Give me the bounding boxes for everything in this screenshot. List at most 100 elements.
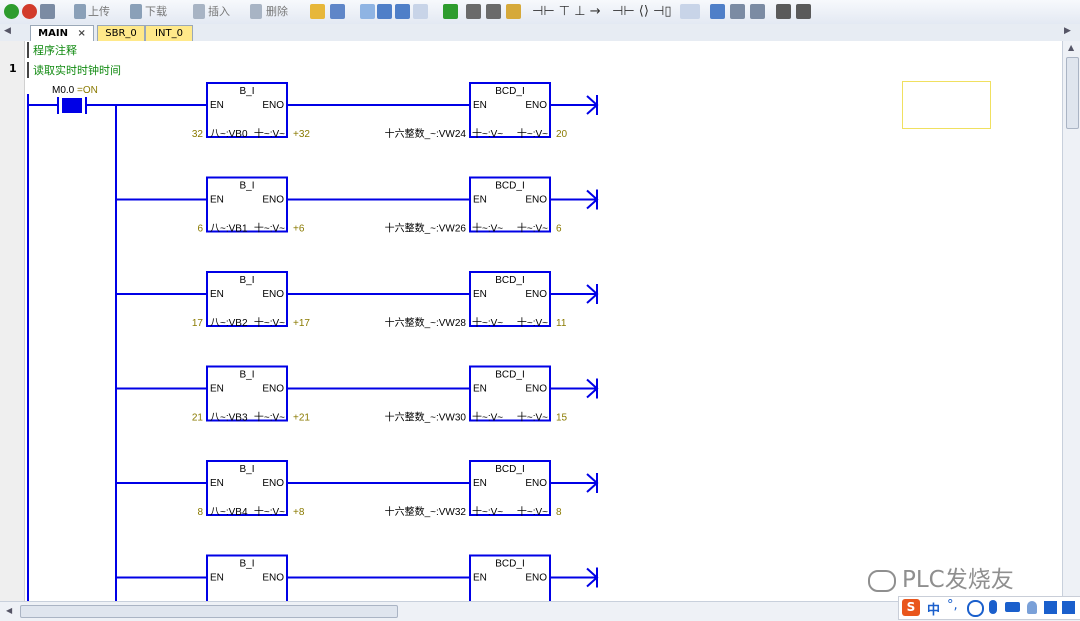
bcd-out-operand: 十~:V~ <box>517 316 548 329</box>
bcd-i-box[interactable] <box>469 554 551 602</box>
in-operand: 八~:VB4 <box>210 507 248 518</box>
selection-box[interactable] <box>902 81 991 129</box>
tab-scroll-right-icon[interactable]: ▶ <box>1064 26 1071 36</box>
bcd-i-title: BCD_I <box>495 464 524 475</box>
bcd-i-en: EN <box>473 384 487 395</box>
bcd-in-symbol: 十~:V~ <box>472 127 503 140</box>
tab-main[interactable]: MAIN × <box>30 25 94 41</box>
nav-back-icon[interactable] <box>377 4 392 19</box>
bcd-out-operand: 十~:V~ <box>517 505 548 518</box>
lib-icon[interactable] <box>796 4 811 19</box>
user-icon[interactable] <box>1027 601 1037 614</box>
program-status-icon[interactable] <box>310 4 325 19</box>
contact-address: M0.0 <box>52 85 75 96</box>
scroll-left-icon[interactable]: ◀ <box>6 606 13 615</box>
bcd-out-value: 20 <box>556 129 568 140</box>
ladder-contact-icon[interactable]: ⊣⊢ ⊤ ⊥ → <box>532 4 601 19</box>
b-i-title: B_I <box>239 370 254 381</box>
nav-icon[interactable] <box>360 4 375 19</box>
bcd-in-operand: 十六整数_~:VW32 <box>385 505 467 518</box>
table-icon[interactable] <box>710 4 725 19</box>
ime-language[interactable]: 中 <box>927 603 941 618</box>
tab-bar: ◀ MAIN × SBR_0 INT_0 ▶ <box>0 24 1080 42</box>
bcd-i-box[interactable] <box>469 460 551 516</box>
b-i-box[interactable] <box>206 365 288 422</box>
in-operand: 八~:VB2 <box>210 318 248 329</box>
bcd-i-box[interactable] <box>469 365 551 422</box>
run-icon[interactable] <box>4 4 19 19</box>
in-operand: 八~:VB1 <box>210 224 248 235</box>
scroll-up-icon[interactable]: ▲ <box>1068 43 1075 52</box>
b-i-en: EN <box>210 384 224 395</box>
rung-row[interactable] <box>116 365 599 422</box>
unlock-icon[interactable] <box>486 4 501 19</box>
download-label[interactable]: 下载 <box>145 5 167 18</box>
in-operand: 八~:VB0 <box>210 129 248 140</box>
bcd-i-en: EN <box>473 195 487 206</box>
bcd-i-eno: ENO <box>525 384 547 395</box>
mic-icon[interactable] <box>989 600 997 614</box>
keyboard-icon[interactable] <box>1005 602 1020 612</box>
download-icon[interactable] <box>130 4 142 19</box>
clear-icon[interactable] <box>413 4 428 19</box>
emoji-icon[interactable] <box>967 600 984 617</box>
b-i-box[interactable] <box>206 271 288 327</box>
b-i-title: B_I <box>239 559 254 570</box>
rung-row[interactable] <box>116 176 599 233</box>
tab-int0[interactable]: INT_0 <box>145 25 193 41</box>
upload-icon[interactable] <box>74 4 86 19</box>
tab-scroll-left-icon[interactable]: ◀ <box>4 26 11 36</box>
vertical-scroll-thumb[interactable] <box>1066 57 1079 129</box>
comment-toggle-icon[interactable] <box>680 4 700 19</box>
rung-row[interactable] <box>116 554 599 602</box>
delete-label[interactable]: 删除 <box>266 5 288 18</box>
ladder-coil-icon[interactable]: ⊣⊢ ⟨⟩ ⊣▯ <box>612 4 672 19</box>
insert-label[interactable]: 插入 <box>208 5 230 18</box>
bcd-i-box[interactable] <box>469 82 551 138</box>
skin-icon[interactable] <box>1044 601 1057 614</box>
insert-icon[interactable] <box>193 4 205 19</box>
program-comment[interactable]: 程序注释 <box>27 42 77 58</box>
b-i-box[interactable] <box>206 554 288 602</box>
symbol-icon[interactable] <box>730 4 745 19</box>
bcd-i-eno: ENO <box>525 478 547 489</box>
horizontal-scrollbar[interactable]: ◀ <box>0 601 1080 621</box>
goto-icon[interactable] <box>443 4 458 19</box>
b-i-box[interactable] <box>206 460 288 516</box>
horizontal-scroll-thumb[interactable] <box>20 605 398 618</box>
nav-forward-icon[interactable] <box>395 4 410 19</box>
bcd-i-title: BCD_I <box>495 275 524 286</box>
tab-sbr0[interactable]: SBR_0 <box>97 25 145 41</box>
close-icon[interactable]: × <box>77 28 86 39</box>
edit-icon[interactable] <box>750 4 765 19</box>
network-comment[interactable]: 读取实时时钟时间 <box>27 62 121 78</box>
rung-row[interactable] <box>206 82 599 138</box>
force-icon[interactable] <box>506 4 521 19</box>
b-i-box[interactable] <box>206 176 288 233</box>
stop-icon[interactable] <box>22 4 37 19</box>
status-chart-icon[interactable] <box>330 4 345 19</box>
b-i-eno: ENO <box>262 100 284 111</box>
bcd-in-operand: 十六整数_~:VW30 <box>385 411 467 424</box>
rung-row[interactable] <box>116 271 599 327</box>
b-i-title: B_I <box>239 464 254 475</box>
rung-row[interactable] <box>116 460 599 516</box>
punctuation-icon[interactable]: °, <box>947 598 958 613</box>
bcd-i-box[interactable] <box>469 176 551 233</box>
delete-icon[interactable] <box>250 4 262 19</box>
bcd-i-title: BCD_I <box>495 370 524 381</box>
vertical-scrollbar[interactable]: ▲ <box>1062 41 1080 601</box>
contact-closed-indicator[interactable] <box>62 98 82 113</box>
bcd-out-value: 15 <box>556 413 568 424</box>
lock-icon[interactable] <box>466 4 481 19</box>
compile-icon[interactable] <box>40 4 55 19</box>
bcd-i-box[interactable] <box>469 271 551 327</box>
b-i-box[interactable] <box>206 82 288 138</box>
sogou-icon[interactable]: S <box>902 599 920 616</box>
upload-label[interactable]: 上传 <box>88 5 110 18</box>
pou-icon[interactable] <box>776 4 791 19</box>
b-i-en: EN <box>210 195 224 206</box>
bcd-out-operand: 十~:V~ <box>517 222 548 235</box>
toolbox-icon[interactable] <box>1062 601 1075 614</box>
